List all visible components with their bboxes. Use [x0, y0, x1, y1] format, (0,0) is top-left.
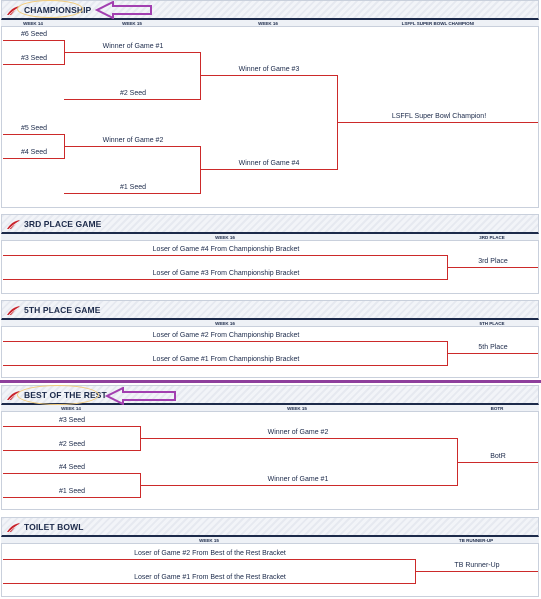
seed-slot[interactable]: #4 Seed: [20, 149, 48, 156]
week-header: TB RUNNER-UP: [458, 538, 494, 543]
matchup-slot[interactable]: Winner of Game #4: [238, 160, 300, 167]
bracket-line: [3, 473, 140, 474]
week-header: WEEK 15: [199, 538, 219, 543]
week-header: WEEK 15: [122, 21, 142, 26]
seed-slot[interactable]: #2 Seed: [119, 90, 147, 97]
week-header: BOTR: [490, 406, 504, 411]
bracket-area: #6 Seed #3 Seed Winner of Game #1 #2 See…: [1, 27, 539, 208]
seed-slot[interactable]: #3 Seed: [20, 55, 48, 62]
bracket-line: [140, 485, 457, 486]
matchup-slot[interactable]: Winner of Game #3: [238, 66, 300, 73]
seed-slot[interactable]: #5 Seed: [20, 125, 48, 132]
bracket-area: Loser of Game #2 From Championship Brack…: [1, 327, 539, 378]
bracket-line: [3, 341, 447, 342]
week-header-row: WEEK 14 WEEK 15 BOTR: [1, 405, 539, 412]
week-header: LSFFL SUPER BOWL CHAMPION!: [401, 21, 475, 26]
bracket-line: [200, 75, 337, 76]
matchup-slot[interactable]: Loser of Game #1 From Best of the Rest B…: [134, 574, 286, 581]
champion-slot[interactable]: LSFFL Super Bowl Champion!: [391, 113, 487, 120]
seed-slot[interactable]: #6 Seed: [20, 31, 48, 38]
seed-slot[interactable]: #4 Seed: [58, 464, 86, 471]
week-header-row: WEEK 16 5TH PLACE: [1, 320, 539, 327]
bracket-line: [3, 158, 64, 159]
seed-slot[interactable]: #1 Seed: [119, 184, 147, 191]
bracket-line: [140, 438, 457, 439]
week-header: WEEK 15: [287, 406, 307, 411]
matchup-slot[interactable]: Winner of Game #1: [102, 43, 164, 50]
result-slot[interactable]: 3rd Place: [478, 258, 508, 265]
result-slot[interactable]: TB Runner-Up: [454, 562, 500, 569]
bracket-line: [200, 146, 201, 194]
bracket-line: [64, 146, 200, 147]
bracket-line: [3, 134, 64, 135]
panel-title: 3RD PLACE GAME: [24, 219, 102, 229]
bracket-line: [64, 99, 200, 100]
bracket-line: [3, 40, 64, 41]
matchup-slot[interactable]: Winner of Game #1: [267, 476, 329, 483]
toilet-bowl-header: TOILET BOWL: [1, 517, 539, 537]
bracket-line: [3, 426, 140, 427]
championship-panel: CHAMPIONSHIP WEEK 14 WEEK 15 WEEK 16 LSF…: [1, 0, 539, 208]
matchup-slot[interactable]: Loser of Game #2 From Championship Brack…: [152, 332, 300, 339]
football-logo-icon: [7, 523, 20, 533]
fifth-place-panel: 5TH PLACE GAME WEEK 16 5TH PLACE Loser o…: [1, 300, 539, 378]
title-highlight-ring: [17, 385, 99, 405]
annotation-arrow-icon: [105, 387, 176, 405]
bracket-line: [64, 193, 200, 194]
toilet-bowl-panel: TOILET BOWL WEEK 15 TB RUNNER-UP Loser o…: [1, 517, 539, 597]
section-divider: [0, 380, 541, 383]
bracket-line: [3, 64, 64, 65]
bracket-area: Loser of Game #4 From Championship Brack…: [1, 241, 539, 294]
bracket-line: [3, 450, 140, 451]
football-logo-icon: [7, 306, 20, 316]
panel-title: 5TH PLACE GAME: [24, 305, 101, 315]
seed-slot[interactable]: #3 Seed: [58, 417, 86, 424]
title-highlight-ring: [17, 0, 83, 18]
best-of-rest-panel: BEST OF THE REST WEEK 14 WEEK 15 BOTR #3…: [1, 385, 539, 510]
week-header: WEEK 16: [215, 321, 235, 326]
bracket-line: [3, 583, 415, 584]
bracket-line: [415, 571, 538, 572]
matchup-slot[interactable]: Loser of Game #1 From Championship Brack…: [152, 356, 300, 363]
bracket-line: [457, 462, 538, 463]
matchup-slot[interactable]: Loser of Game #2 From Best of the Rest B…: [134, 550, 286, 557]
week-header-row: WEEK 14 WEEK 15 WEEK 16 LSFFL SUPER BOWL…: [1, 20, 539, 27]
third-place-header: 3RD PLACE GAME: [1, 214, 539, 234]
bracket-area: #3 Seed #2 Seed Winner of Game #2 BotR #…: [1, 412, 539, 510]
matchup-slot[interactable]: Winner of Game #2: [102, 137, 164, 144]
week-header: WEEK 14: [23, 21, 43, 26]
bracket-line: [337, 122, 538, 123]
bracket-line: [200, 52, 201, 100]
bracket-line: [3, 365, 447, 366]
annotation-arrow-icon: [95, 1, 152, 19]
bracket-area: Loser of Game #2 From Best of the Rest B…: [1, 544, 539, 597]
bracket-line: [3, 497, 140, 498]
week-header-row: WEEK 15 TB RUNNER-UP: [1, 537, 539, 544]
third-place-panel: 3RD PLACE GAME WEEK 16 3RD PLACE Loser o…: [1, 214, 539, 294]
week-header: 5TH PLACE: [479, 321, 505, 326]
football-logo-icon: [7, 220, 20, 230]
week-header-row: WEEK 16 3RD PLACE: [1, 234, 539, 241]
week-header: WEEK 14: [61, 406, 81, 411]
week-header: WEEK 16: [215, 235, 235, 240]
bracket-line: [200, 169, 337, 170]
seed-slot[interactable]: #2 Seed: [58, 441, 86, 448]
week-header: 3RD PLACE: [479, 235, 505, 240]
panel-title: TOILET BOWL: [24, 522, 84, 532]
bracket-line: [3, 559, 415, 560]
seed-slot[interactable]: #1 Seed: [58, 488, 86, 495]
bracket-line: [3, 255, 447, 256]
week-header: WEEK 16: [258, 21, 278, 26]
bracket-line: [447, 267, 538, 268]
fifth-place-header: 5TH PLACE GAME: [1, 300, 539, 320]
matchup-slot[interactable]: Loser of Game #4 From Championship Brack…: [152, 246, 300, 253]
result-slot[interactable]: 5th Place: [478, 344, 508, 351]
matchup-slot[interactable]: Loser of Game #3 From Championship Brack…: [152, 270, 300, 277]
result-slot[interactable]: BotR: [490, 453, 506, 460]
matchup-slot[interactable]: Winner of Game #2: [267, 429, 329, 436]
bracket-line: [3, 279, 447, 280]
bracket-line: [447, 353, 538, 354]
bracket-line: [64, 52, 200, 53]
